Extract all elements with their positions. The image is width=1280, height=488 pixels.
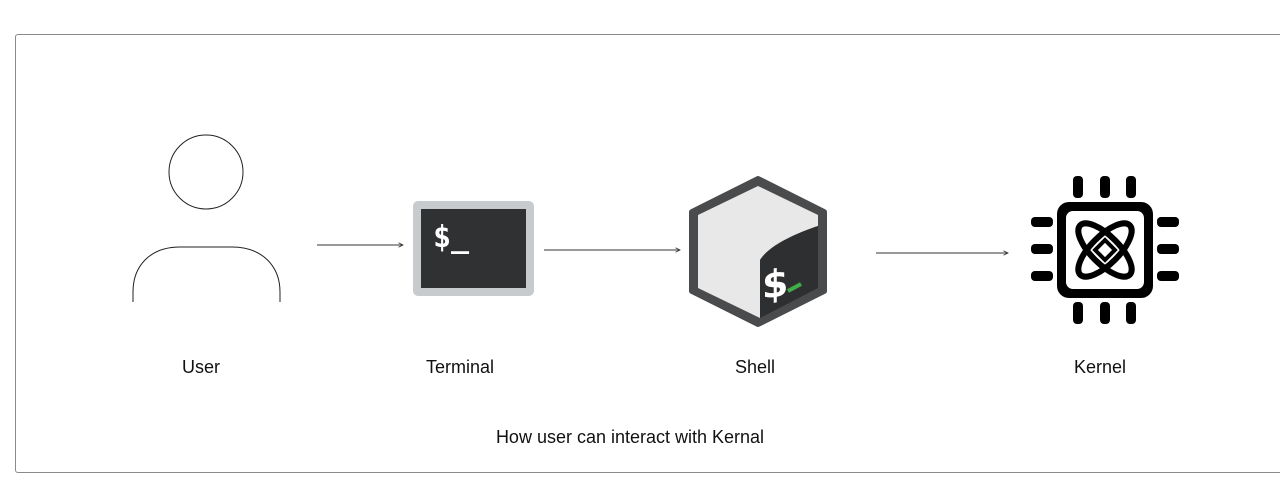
node-label-kernel: Kernel <box>1073 357 1127 377</box>
diagram-caption: How user can interact with Kernal <box>495 427 765 447</box>
node-label-terminal: Terminal <box>425 357 495 377</box>
bash-shell-icon: $ <box>689 176 827 327</box>
user-icon <box>132 134 281 302</box>
shell-dollar-glyph: $ <box>762 261 788 308</box>
cpu-chip-atom-icon <box>1031 176 1179 324</box>
node-label-user: User <box>181 357 220 377</box>
diagram-frame <box>15 34 1280 473</box>
terminal-icon: $_ <box>413 201 534 296</box>
terminal-prompt-glyph: $_ <box>433 220 470 255</box>
shell-cursor <box>787 282 802 293</box>
node-label-shell: Shell <box>734 357 776 377</box>
